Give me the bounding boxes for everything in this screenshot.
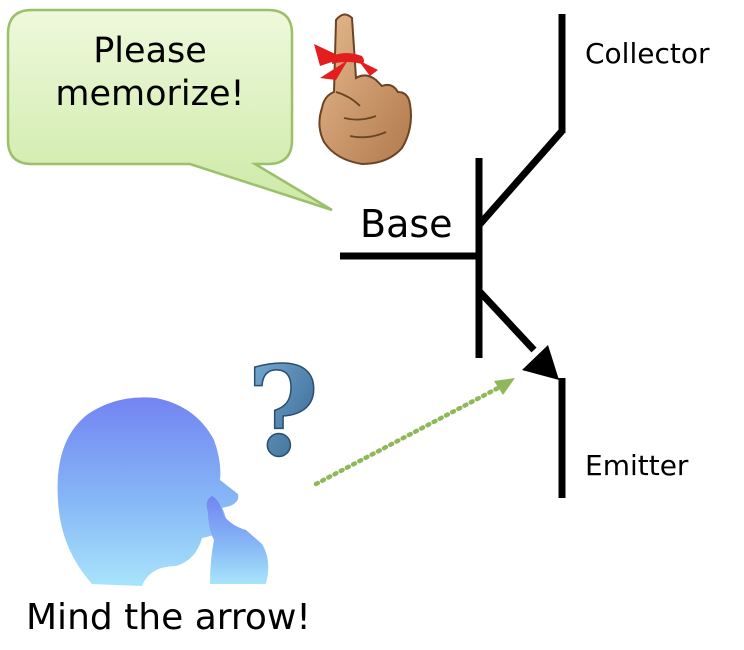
transistor-symbol <box>340 14 566 498</box>
tied-finger-reminder-icon <box>314 13 412 166</box>
question-mark-glyph: ? <box>247 340 320 485</box>
callout-line-2: memorize! <box>55 73 245 114</box>
callout-text: Please memorize! <box>30 30 270 115</box>
emitter-diagonal <box>477 289 537 353</box>
speech-bubble <box>6 8 333 212</box>
emitter-label: Emitter <box>585 449 689 482</box>
collector-label: Collector <box>585 37 710 70</box>
base-label: Base <box>360 202 453 246</box>
emitter-arrow-head <box>522 345 559 380</box>
callout-line-1: Please <box>93 31 207 71</box>
caption: Mind the arrow! <box>26 597 311 638</box>
dotted-pointer-arrow <box>313 378 515 487</box>
question-mark-icon: ? <box>246 339 320 486</box>
thinking-person-icon <box>57 397 269 586</box>
collector-diagonal <box>477 128 565 227</box>
